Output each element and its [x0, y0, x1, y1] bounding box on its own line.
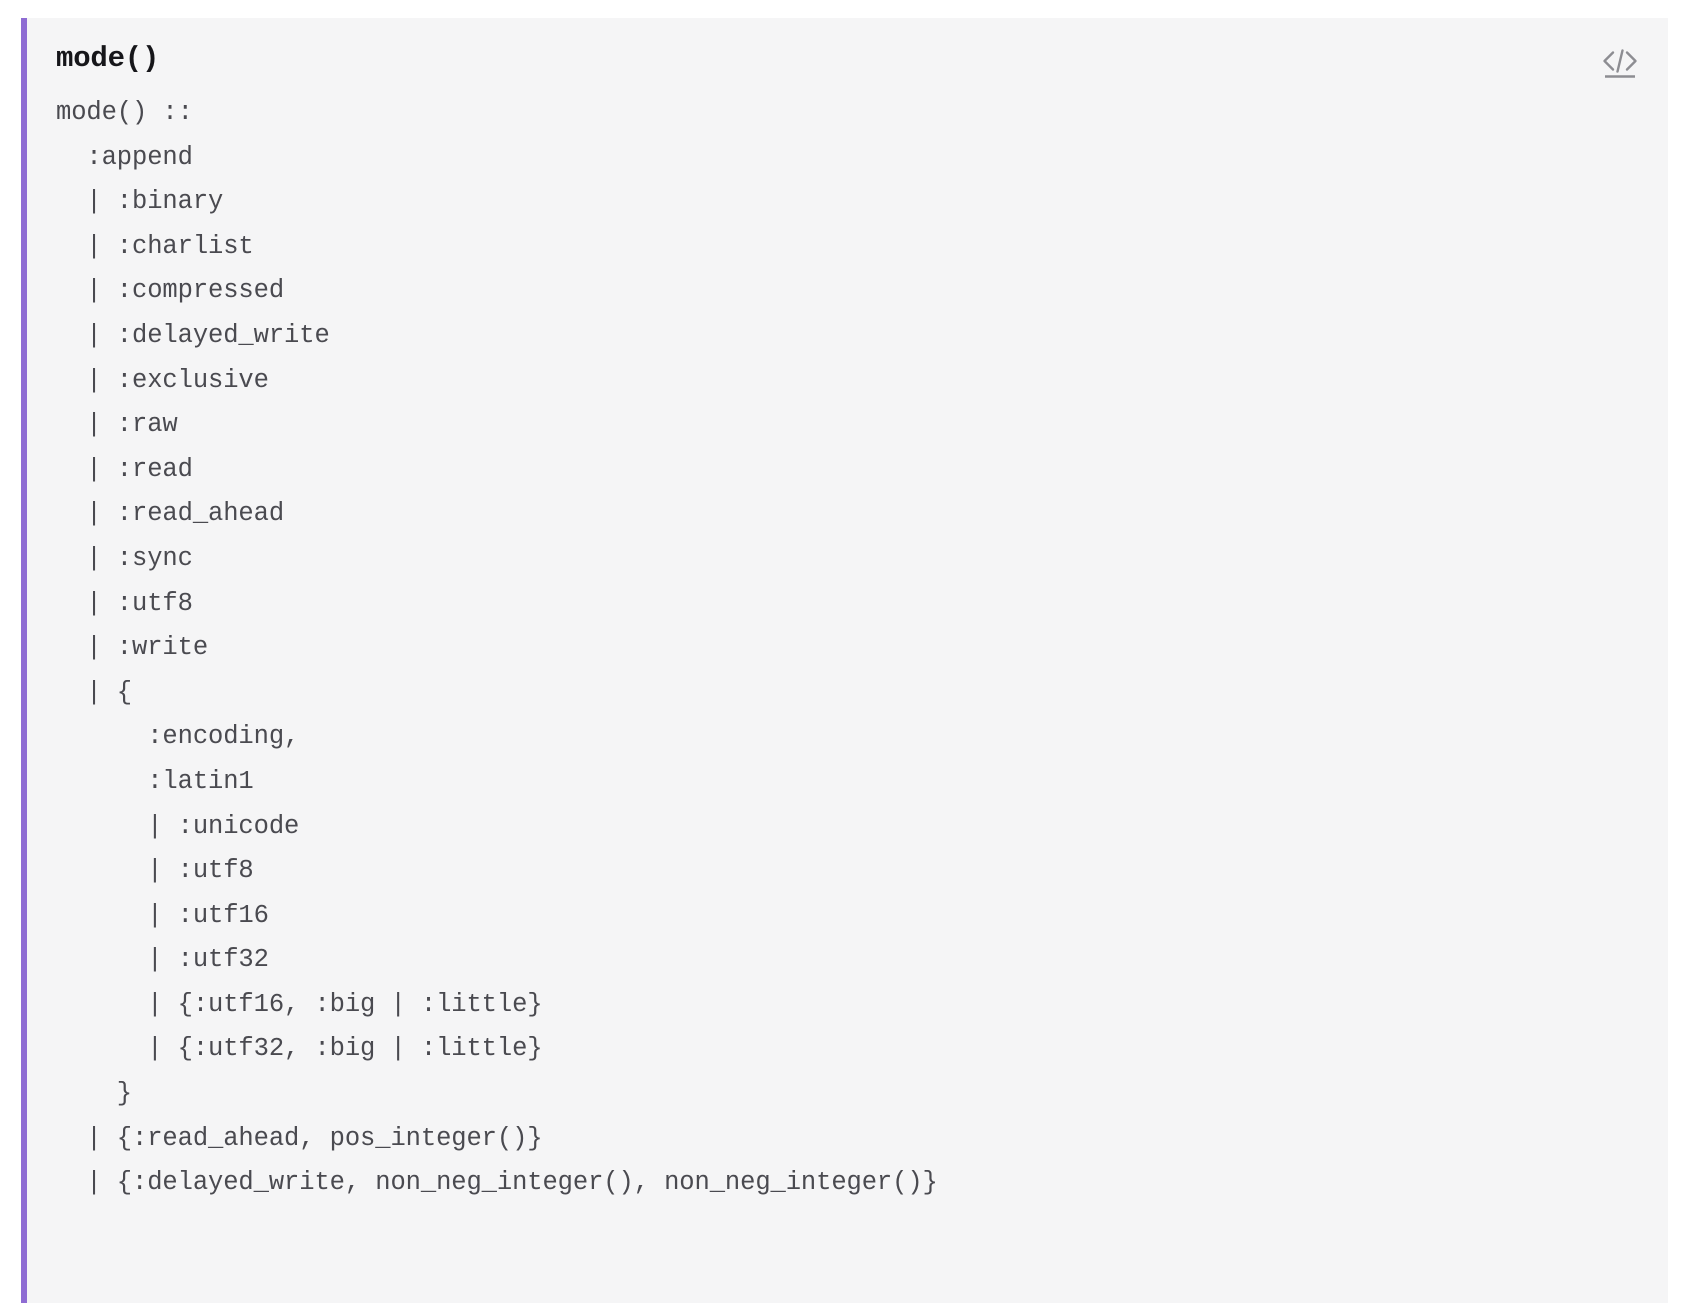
code-brackets-icon — [1600, 46, 1640, 80]
typespec-card: mode() mode() :: :append | :binary | :ch… — [21, 18, 1668, 1303]
typespec-card-body: mode() mode() :: :append | :binary | :ch… — [27, 18, 1668, 1303]
code-line: mode() :: — [56, 98, 193, 127]
view-source-button[interactable] — [1598, 44, 1642, 82]
code-line: :encoding, — [56, 722, 300, 752]
code-line: | :binary — [56, 187, 224, 217]
code-line: | {:delayed_write, non_neg_integer(), no… — [56, 1168, 938, 1198]
code-line: | {:utf16, :big | :little} — [56, 989, 543, 1019]
code-line: | :charlist — [56, 231, 254, 261]
code-line: | :raw — [56, 410, 178, 440]
code-line: } — [56, 1079, 133, 1109]
code-line: | :utf8 — [56, 588, 193, 618]
code-line: | :utf32 — [56, 945, 269, 975]
code-line: | :write — [56, 633, 209, 663]
code-line: | :delayed_write — [56, 320, 330, 350]
code-line: | :read_ahead — [56, 499, 285, 529]
code-line: | :exclusive — [56, 365, 269, 395]
code-line: | :utf8 — [56, 856, 254, 886]
code-line: | {:read_ahead, pos_integer()} — [56, 1123, 543, 1153]
code-line: | { — [56, 677, 133, 707]
code-line: | :utf16 — [56, 900, 269, 930]
code-line: :latin1 — [56, 766, 254, 796]
typespec-title: mode() — [56, 42, 160, 75]
code-line: | :compressed — [56, 276, 285, 306]
code-line: | :sync — [56, 543, 193, 573]
code-line: :append — [56, 142, 193, 172]
typespec-code-block: mode() :: :append | :binary | :charlist … — [27, 73, 1668, 1206]
code-line: | :read — [56, 454, 193, 484]
code-line: | :unicode — [56, 811, 300, 841]
code-line: | {:utf32, :big | :little} — [56, 1034, 543, 1064]
